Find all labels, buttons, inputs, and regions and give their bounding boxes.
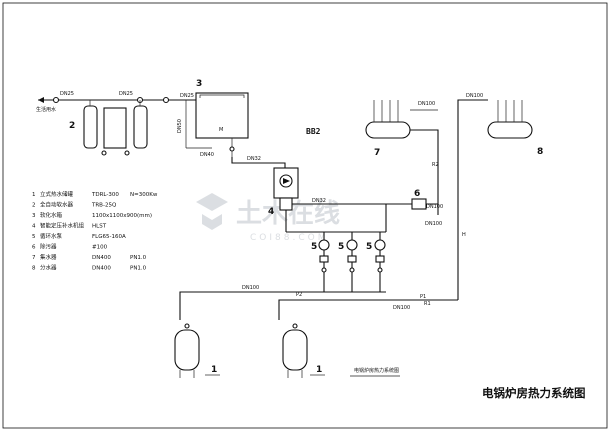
valve-icon (377, 267, 383, 273)
legend-name: 分水器 (40, 264, 57, 272)
pipe-label-dn100-f: DN100 (393, 305, 410, 311)
legend-name: 集水器 (40, 253, 57, 261)
legend-row: 4 智能定压补水机组 HLST (32, 222, 107, 230)
legend-model: FLG65-160A (92, 234, 126, 240)
equipment-number-7: 7 (374, 148, 380, 158)
equipment-number-2: 2 (69, 121, 75, 131)
circulation-pumps: 5 5 5 (286, 231, 386, 292)
mark-label: BB2 (306, 127, 321, 136)
valve-icon (321, 267, 327, 273)
legend-model: TDRL-300 (91, 192, 119, 198)
softened-water-tank: M 3 DN50 DN40 (177, 79, 249, 158)
pipe-label-dn25-b: DN25 (119, 91, 133, 97)
pipe-label-dn100-d: DN100 (425, 221, 442, 227)
legend-name: 全自动软水器 (40, 201, 74, 209)
hot-water-tank-left: 1 (174, 323, 220, 378)
pipe-label-p1: P1 (420, 294, 426, 300)
tank-level-label: M (219, 127, 223, 133)
pipe-label-dn100-e: DN100 (242, 285, 259, 291)
main-pipes: DN100 P2 P1 DN100 R1 (179, 285, 458, 320)
water-collector: 7 DN100 (365, 100, 439, 215)
legend-model: TRB-25Q (91, 203, 117, 209)
drain-valve-icon (124, 150, 130, 156)
water-distributor: 8 DN100 H (457, 93, 543, 300)
pump-icon (283, 178, 290, 184)
legend-spec: N=300Kw (130, 192, 158, 198)
valve-icon (52, 96, 60, 104)
makeup-line: DN32 BB2 (231, 127, 321, 168)
legend-row: 2 全自动软水器 TRB-25Q (32, 201, 117, 209)
valve-icon (349, 267, 355, 273)
watermark-url: COI88.COM (250, 233, 328, 243)
legend-row: 5 循环水泵 FLG65-160A (32, 232, 126, 240)
legend-number: 7 (32, 255, 36, 261)
legend-name: 立式热水储罐 (40, 190, 74, 198)
pipe-label-dn100-c: DN100 (426, 204, 443, 210)
pipe-label-dn32-b: DN32 (312, 198, 326, 204)
equipment-number-5b: 5 (338, 242, 344, 252)
legend-model: 1100x1100x900(mm) (92, 213, 152, 219)
legend-spec: PN1.0 (130, 255, 147, 261)
equipment-number-5a: 5 (311, 242, 317, 252)
pipe-label-dn25-c: DN25 (180, 93, 194, 99)
legend-model: #100 (92, 245, 108, 251)
inlet-arrow-icon (38, 97, 44, 103)
legend-number: 6 (32, 245, 36, 251)
legend-number: 3 (32, 213, 36, 219)
equipment-number-1a: 1 (211, 365, 217, 375)
pipe-label-dn40: DN40 (200, 152, 214, 158)
equipment-number-4: 4 (268, 207, 274, 217)
supply-label: 生活用水 (36, 106, 56, 113)
water-softener: 2 (69, 100, 148, 156)
legend-name: 智能定压补水机组 (40, 222, 85, 230)
pipe-label-p2: P2 (296, 292, 302, 298)
pipe-label-h: H (462, 232, 466, 238)
pipe-label-dn100-b: DN100 (466, 93, 483, 99)
legend-name: 软化水箱 (40, 211, 63, 219)
hot-water-tank-right: 1 (282, 323, 325, 378)
equipment-number-5c: 5 (366, 242, 372, 252)
equipment-legend: 1 立式热水储罐 TDRL-300 N=300Kw 2 全自动软水器 TRB-25Q 3 软化水… (32, 190, 158, 272)
legend-number: 2 (32, 203, 36, 209)
legend-row: 1 立式热水储罐 TDRL-300 N=300Kw (32, 190, 158, 198)
legend-model: DN400 (92, 255, 111, 261)
pressure-makeup-unit: 4 DN32 (268, 167, 412, 232)
legend-row: 7 集水器 DN400 PN1.0 (32, 253, 147, 261)
legend-model: DN400 (92, 266, 111, 272)
legend-number: 8 (32, 266, 36, 272)
legend-number: 5 (32, 234, 36, 240)
equipment-number-3: 3 (196, 79, 202, 89)
legend-row: 8 分水器 DN400 PN1.0 (32, 264, 147, 272)
sheet-note: 电锅炉房热力系统图 (354, 367, 399, 374)
valve-icon (229, 146, 235, 152)
legend-model: HLST (92, 224, 107, 230)
pipe-label-r2: R2 (432, 162, 439, 168)
watermark-logo-icon (196, 193, 228, 230)
legend-name: 除污器 (40, 243, 57, 251)
legend-row: 6 除污器 #100 (32, 243, 108, 251)
legend-number: 1 (32, 192, 36, 198)
legend-name: 循环水泵 (40, 232, 63, 240)
legend-row: 3 软化水箱 1100x1100x900(mm) (32, 211, 152, 219)
legend-spec: PN1.0 (130, 266, 147, 272)
drawing-title: 电锅炉房热力系统图 (482, 386, 586, 400)
equipment-number-1b: 1 (316, 365, 322, 375)
pipe-label-dn32-a: DN32 (247, 156, 261, 162)
drain-valve-icon (101, 150, 107, 156)
pipe-label-dn25-a: DN25 (60, 91, 74, 97)
equipment-number-8: 8 (537, 147, 543, 157)
legend-number: 4 (32, 224, 36, 230)
pipe-label-dn100-a: DN100 (418, 101, 435, 107)
pipe-label-r1: R1 (424, 301, 431, 307)
valve-icon (162, 96, 170, 104)
pipe-label-dn50: DN50 (177, 119, 183, 133)
equipment-number-6: 6 (414, 189, 420, 199)
dirt-separator: 6 DN100 DN100 R2 (385, 162, 443, 232)
